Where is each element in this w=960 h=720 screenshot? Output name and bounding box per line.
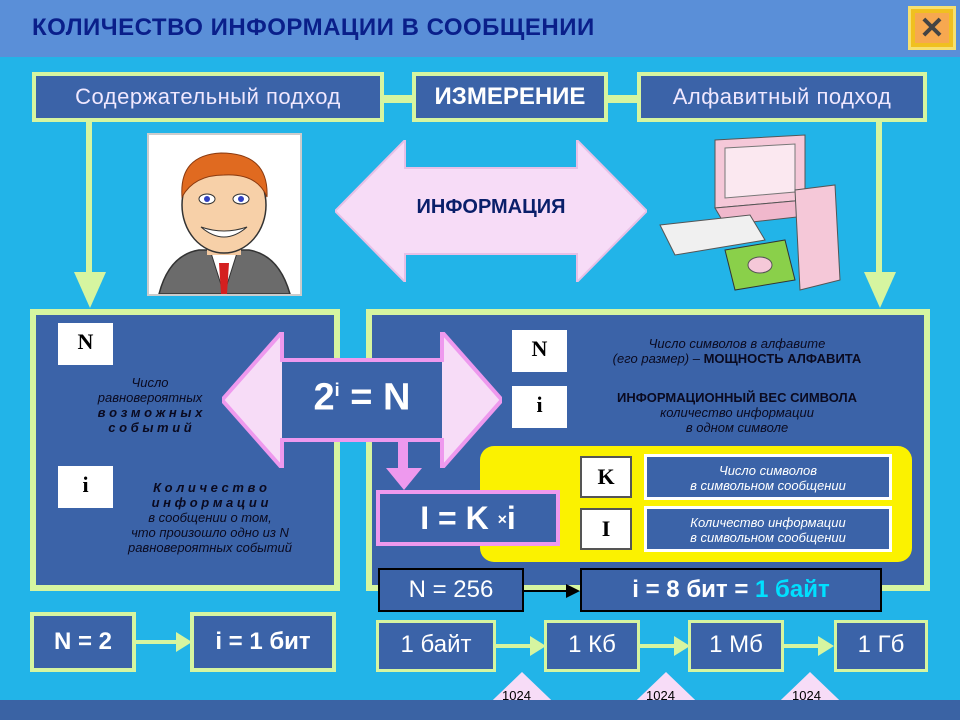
title-bar	[0, 0, 960, 57]
alphabet-i-letter-box: i	[512, 386, 567, 428]
unit-arrow-1	[496, 636, 546, 656]
n-desc-line: равновероятных	[97, 390, 203, 405]
big-i-desc-line: Количество информации	[690, 515, 846, 530]
connector-right	[608, 95, 638, 103]
alphabet-i-description: ИНФОРМАЦИОННЫЙ ВЕС СИМВОЛА количество ин…	[572, 390, 902, 435]
formula-main: 2i = N	[282, 368, 442, 420]
alphabet-power-label: МОЩНОСТЬ АЛФАВИТА	[703, 351, 862, 366]
k-desc-line: Число символов	[718, 463, 818, 478]
formula-i-k: I = K	[420, 500, 489, 536]
unit-byte: 1 байт	[376, 620, 496, 672]
formula-double-arrow	[222, 332, 502, 468]
formula-exponent: i	[334, 380, 340, 400]
connector-left	[384, 95, 414, 103]
alphabet-i-line: количество информации	[660, 405, 814, 420]
i1bit-box: i = 1 бит	[190, 612, 336, 672]
factor-label-3: 1024	[792, 688, 821, 703]
formula-small-i: i	[506, 500, 516, 536]
computer-illustration	[659, 134, 841, 291]
unit-kb: 1 Кб	[544, 620, 640, 672]
i-letter-box: i	[58, 466, 113, 508]
factor-label-1: 1024	[502, 688, 531, 703]
unit-mb: 1 Мб	[688, 620, 784, 672]
byte-equation-highlight: 1 байт	[755, 576, 830, 603]
big-i-description: Количество информации в символьном сообщ…	[644, 506, 892, 552]
unit-gb: 1 Гб	[834, 620, 928, 672]
information-double-arrow	[335, 140, 647, 282]
i-description: К о л и ч е с т в о и н ф о р м а ц и и …	[90, 480, 330, 555]
k-desc-line: в символьном сообщении	[690, 478, 846, 493]
formula-rest: = N	[350, 376, 411, 419]
big-i-desc-line: в символьном сообщении	[690, 530, 846, 545]
content-approach-box: Содержательный подход	[32, 72, 384, 122]
n-letter-box: N	[58, 323, 113, 365]
information-label: ИНФОРМАЦИЯ	[416, 196, 566, 218]
unit-arrow-3	[784, 636, 834, 656]
k-letter-box: K	[580, 456, 632, 498]
i-desc-line: и н ф о р м а ц и и	[151, 495, 269, 510]
arrow-down-right	[864, 122, 896, 308]
i-desc-line: К о л и ч е с т в о	[153, 480, 267, 495]
k-description: Число символов в символьном сообщении	[644, 454, 892, 500]
page-title: КОЛИЧЕСТВО ИНФОРМАЦИИ В СООБЩЕНИИ	[32, 14, 595, 41]
n-desc-line: Число	[131, 375, 169, 390]
measurement-box: ИЗМЕРЕНИЕ	[412, 72, 608, 122]
alphabet-approach-box: Алфавитный подход	[637, 72, 927, 122]
multiply-icon: ×	[497, 511, 507, 529]
formula-base: 2	[313, 376, 335, 419]
arrow-down-left	[74, 122, 106, 308]
alphabet-n-line: Число символов в алфавите	[648, 336, 826, 351]
n-desc-line: в о з м о ж н ы х	[97, 405, 203, 420]
n2-box: N = 2	[30, 612, 136, 672]
n-desc-line: с о б ы т и й	[108, 420, 192, 435]
alphabet-i-line: в одном символе	[685, 420, 789, 435]
factor-label-2: 1024	[646, 688, 675, 703]
byte-equation-box: i = 8 бит = 1 байт	[580, 568, 882, 612]
i-desc-line: в сообщении о том,	[148, 510, 272, 525]
person-face-icon	[158, 152, 291, 296]
byte-equation-text: i = 8 бит =	[632, 576, 755, 603]
close-button[interactable]: ✕	[908, 6, 956, 50]
person-illustration	[147, 133, 302, 296]
pink-arrow-down	[386, 440, 422, 490]
unit-arrow-2	[640, 636, 690, 656]
arrow-right-n2	[136, 632, 192, 652]
i-desc-line: что произошло одно из N	[131, 525, 289, 540]
arrow-right-256	[524, 584, 580, 598]
alphabet-n-line: (его размер) –	[612, 351, 700, 366]
alphabet-n-description: Число символов в алфавите (его размер) –…	[572, 336, 902, 366]
close-icon: ✕	[915, 13, 949, 45]
n256-box: N = 256	[378, 568, 524, 612]
bottom-strip	[0, 700, 960, 720]
formula-iki-box: I = K ×i	[376, 490, 560, 546]
i-desc-line: равновероятных событий	[127, 540, 293, 555]
n-description: Число равновероятных в о з м о ж н ы х с…	[60, 375, 240, 435]
alphabet-i-line: ИНФОРМАЦИОННЫЙ ВЕС СИМВОЛА	[616, 390, 858, 405]
big-i-letter-box: I	[580, 508, 632, 550]
alphabet-n-letter-box: N	[512, 330, 567, 372]
